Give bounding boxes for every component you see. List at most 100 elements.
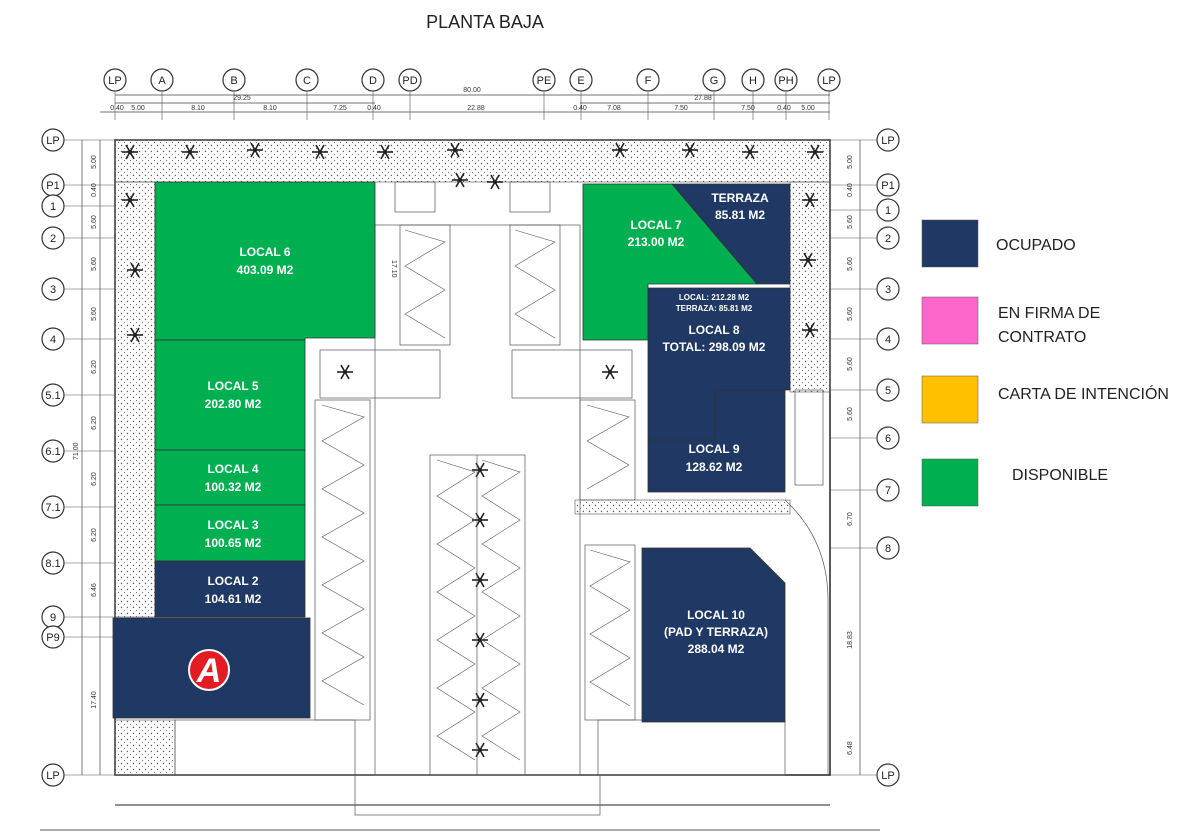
- dim-left-1: 0.40: [91, 183, 98, 197]
- unit-local-5-name: LOCAL 5: [207, 379, 258, 393]
- unit-local-2[interactable]: [154, 560, 306, 618]
- grid-left-2: 1: [41, 194, 65, 218]
- grid-right-5: 4: [876, 327, 900, 351]
- unit-local-4[interactable]: [154, 449, 306, 506]
- dim-left-7: 6.20: [91, 472, 98, 486]
- palm-tree-icon: [182, 144, 198, 160]
- dim-top-r2-2: 8.10: [191, 105, 205, 112]
- dim-right-2: 5.60: [847, 215, 854, 229]
- grid-left-1-label: P1: [46, 180, 59, 192]
- unit-local-8-detail-local: LOCAL: 212.28 M2: [679, 293, 750, 302]
- palm-tree-icon: [122, 144, 138, 160]
- grid-left-4-label: 3: [50, 284, 56, 296]
- unit-local-8-total: TOTAL: 298.09 M2: [663, 340, 766, 354]
- grid-left-9: 8.1: [41, 551, 65, 575]
- dim-left-total: 71.00: [73, 442, 80, 460]
- grid-right-7-label: 6: [885, 433, 891, 445]
- legend-swatch-disponible: [921, 458, 979, 507]
- legend-label-en-firma-1: EN FIRMA DE: [998, 305, 1100, 322]
- grid-right-10: LP: [876, 763, 900, 787]
- grid-top-6-label: PE: [537, 75, 552, 87]
- grid-top-0: LP: [103, 68, 127, 92]
- grid-top-1: A: [150, 68, 174, 92]
- unit-local-6[interactable]: [154, 181, 376, 341]
- unit-local-8-detail-terraza: TERRAZA: 85.81 M2: [676, 304, 753, 313]
- unit-local-3-name: LOCAL 3: [207, 518, 258, 532]
- landscape-areas: [114, 139, 831, 776]
- grid-left-12-label: LP: [46, 770, 59, 782]
- dim-top-r2-4: 7.25: [333, 105, 347, 112]
- grid-right-6-label: 5: [885, 385, 891, 397]
- palm-tree-icon: [127, 262, 143, 278]
- unit-local-3[interactable]: [154, 504, 306, 562]
- unit-local-10[interactable]: [641, 547, 786, 723]
- palm-tree-icon: [807, 144, 823, 160]
- grid-top-7: E: [569, 68, 593, 92]
- dimension-lines-top: [100, 94, 830, 113]
- anchor-logo: A: [188, 649, 230, 691]
- dim-top-r2-12: 5.00: [801, 105, 815, 112]
- palm-tree-icon: [337, 364, 353, 380]
- page-title: PLANTA BAJA: [426, 12, 544, 32]
- palm-tree-icon: [312, 144, 328, 160]
- palm-tree-icon: [472, 692, 488, 708]
- grid-left-3-label: 2: [50, 233, 56, 245]
- dim-left-10: 17.40: [91, 691, 98, 709]
- dim-left-8: 6.20: [91, 528, 98, 542]
- grid-top-2: B: [222, 68, 246, 92]
- grid-top-7-label: E: [577, 75, 584, 87]
- grid-right-1: P1: [876, 173, 900, 197]
- grid-left-3: 2: [41, 226, 65, 250]
- palm-tree-icon: [682, 142, 698, 158]
- palm-tree-icon: [472, 632, 488, 648]
- dim-top-r1-0: 29.25: [233, 95, 251, 102]
- grid-right-2-label: 1: [885, 205, 891, 217]
- grid-left-0: LP: [41, 128, 65, 152]
- palm-tree-icon: [447, 142, 463, 158]
- unit-local-9[interactable]: [647, 389, 786, 493]
- grid-right-3: 2: [876, 226, 900, 250]
- grid-right-0-label: LP: [881, 135, 894, 147]
- unit-terraza-name: TERRAZA: [711, 191, 769, 205]
- legend-label-carta: CARTA DE INTENCIÓN: [998, 384, 1169, 403]
- parking-area: [174, 181, 829, 816]
- grid-right-10-label: LP: [881, 770, 894, 782]
- grid-left-6: 5.1: [41, 383, 65, 407]
- grid-top-5-label: PD: [402, 75, 417, 87]
- parking-stall-row: [514, 229, 556, 339]
- unit-local-5-area: 202.80 M2: [205, 397, 262, 411]
- grid-top-0-label: LP: [108, 75, 121, 87]
- unit-local-10-name: LOCAL 10: [687, 608, 745, 622]
- grid-left-12: LP: [41, 763, 65, 787]
- dim-left-6: 6.20: [91, 416, 98, 430]
- palm-tree-icon: [247, 142, 263, 158]
- grid-top-9-label: G: [710, 75, 719, 87]
- parking-stalls: [321, 229, 631, 761]
- palm-tree-icon: [127, 327, 143, 343]
- parking-stall-row: [586, 404, 630, 490]
- grid-left-5: 4: [41, 327, 65, 351]
- dim-right-4: 5.60: [847, 307, 854, 321]
- unit-local-5[interactable]: [154, 339, 306, 451]
- legend: OCUPADO EN FIRMA DE CONTRATO CARTA DE IN…: [921, 219, 1169, 507]
- grid-top-3-label: C: [303, 75, 311, 87]
- grid-top-1-label: A: [158, 75, 166, 87]
- grid-top-8-label: F: [645, 75, 652, 87]
- grid-right-8-label: 7: [885, 485, 891, 497]
- grid-right-7: 6: [876, 426, 900, 450]
- grid-left-10-label: 9: [50, 612, 56, 624]
- unit-local-8-name: LOCAL 8: [688, 323, 739, 337]
- dim-right-8: 18.83: [847, 631, 854, 649]
- unit-local-4-name: LOCAL 4: [207, 462, 258, 476]
- grid-left-7: 6.1: [41, 439, 65, 463]
- dim-left-0: 5.00: [91, 155, 98, 169]
- grid-top-10: H: [741, 68, 765, 92]
- unit-local-9-name: LOCAL 9: [688, 442, 739, 456]
- dim-top-r2-1: 5.00: [131, 105, 145, 112]
- palm-tree-icon: [802, 192, 818, 208]
- unit-terraza[interactable]: [671, 183, 791, 285]
- palm-tree-icon: [802, 322, 818, 338]
- unit-terraza-area: 85.81 M2: [715, 208, 765, 222]
- dim-top-r2-7: 0.40: [573, 105, 587, 112]
